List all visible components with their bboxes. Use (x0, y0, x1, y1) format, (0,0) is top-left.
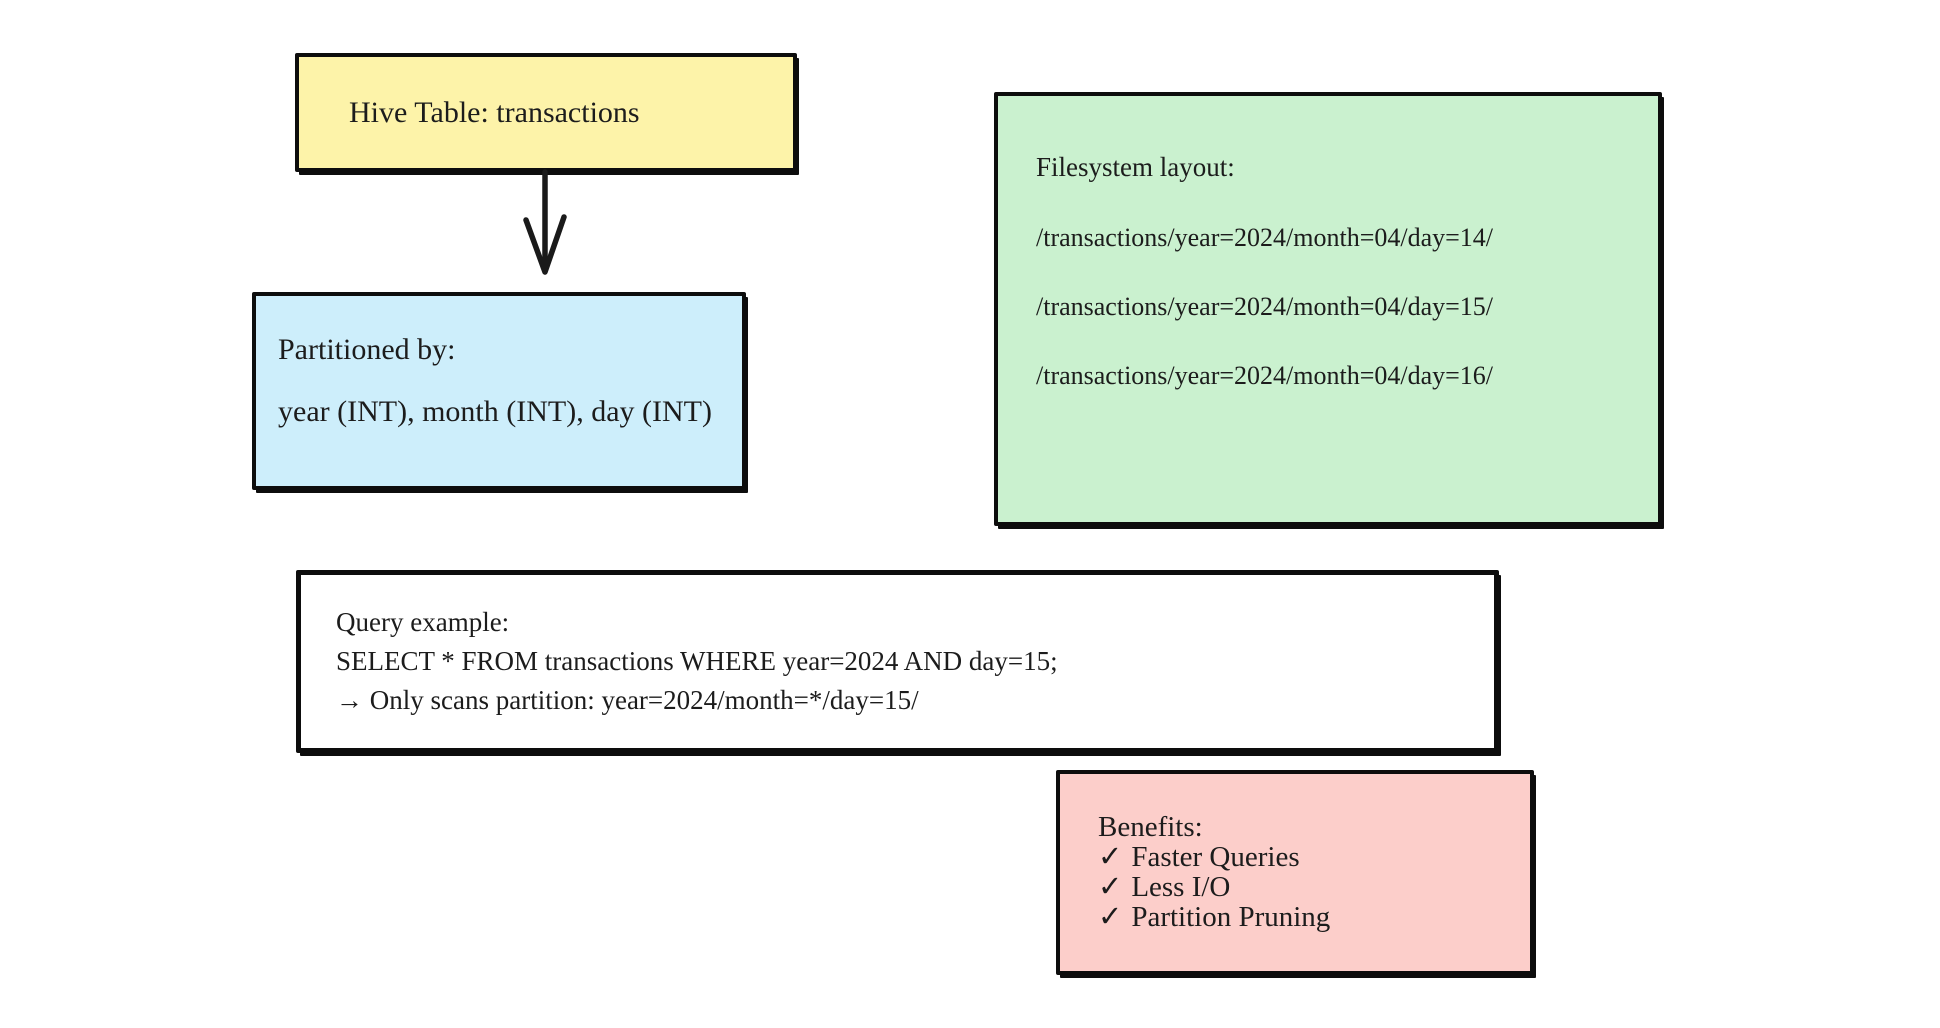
partitioned-by-title: Partitioned by: (278, 333, 456, 366)
check-icon: ✓ (1098, 841, 1123, 873)
filesystem-layout-title: Filesystem layout: (1036, 152, 1235, 182)
benefits-box: Benefits: ✓Faster Queries ✓Less I/O ✓Par… (1056, 770, 1534, 975)
partition-path: /transactions/year=2024/month=04/day=16/ (1036, 361, 1494, 390)
partition-columns: year (INT), month (INT), day (INT) (278, 395, 712, 428)
filesystem-layout-box: Filesystem layout: /transactions/year=20… (994, 92, 1662, 526)
partition-path: /transactions/year=2024/month=04/day=15/ (1036, 292, 1494, 321)
benefit-label: Faster Queries (1131, 841, 1300, 873)
partition-path: /transactions/year=2024/month=04/day=14/ (1036, 223, 1494, 252)
hive-table-box: Hive Table: transactions (295, 53, 797, 172)
check-icon: ✓ (1098, 871, 1123, 903)
down-arrow-icon (523, 169, 567, 275)
query-example-box: Query example: SELECT * FROM transaction… (296, 570, 1499, 753)
benefit-item: ✓Less I/O (1098, 872, 1520, 902)
benefit-label: Less I/O (1131, 871, 1231, 903)
flow-arrow-icon (499, 169, 591, 281)
query-sql: SELECT * FROM transactions WHERE year=20… (336, 646, 1058, 676)
partitioned-by-box: Partitioned by: year (INT), month (INT),… (252, 292, 746, 490)
benefits-title: Benefits: (1098, 811, 1203, 843)
check-icon: ✓ (1098, 901, 1123, 933)
benefit-item: ✓Faster Queries (1098, 842, 1520, 872)
query-scan-note: → Only scans partition: year=2024/month=… (336, 685, 919, 715)
hive-table-label: Hive Table: transactions (349, 95, 640, 129)
benefit-item: ✓Partition Pruning (1098, 902, 1520, 932)
query-example-title: Query example: (336, 607, 510, 637)
benefit-label: Partition Pruning (1131, 901, 1331, 933)
